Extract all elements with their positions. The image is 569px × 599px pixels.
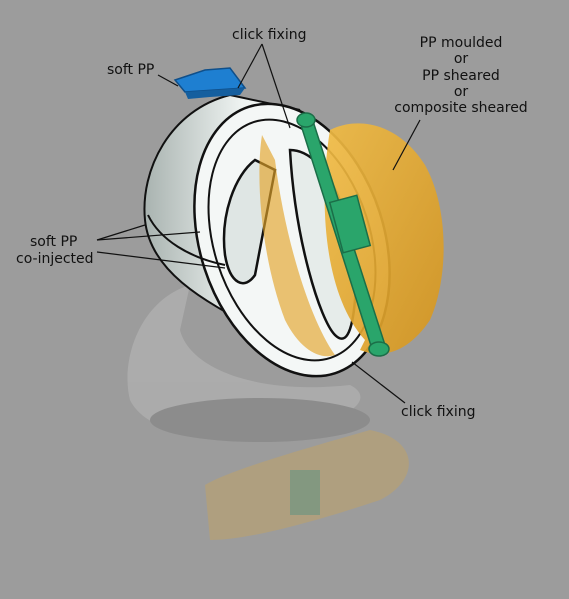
label-material-options: PP moulded or PP sheared or composite sh… [394,35,527,116]
label-soft-pp-side: soft PP [30,234,77,250]
material-option-line: PP moulded [420,35,503,51]
leader-lines [96,43,421,404]
label-co-injected: co-injected [16,251,94,267]
label-soft-pp-top: soft PP [107,62,154,78]
material-option-line: composite sheared [394,100,527,116]
material-option-line: PP sheared [422,68,500,84]
material-option-line: or [454,51,469,67]
soft-pp-seal [173,67,247,99]
label-click-fixing-top: click fixing [232,27,306,43]
flap [259,123,444,357]
material-option-line: or [454,84,469,100]
floor-reflection [127,285,409,540]
axle [296,112,390,357]
label-click-fixing-bottom: click fixing [401,404,475,420]
